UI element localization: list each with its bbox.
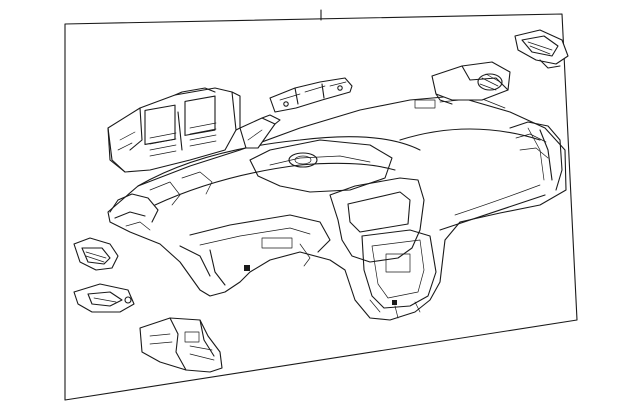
defroster-duct-bracket [269, 77, 353, 113]
diagram-frame [64, 13, 578, 401]
small-bracket [239, 114, 281, 149]
left-lower-vent-bezel [73, 283, 135, 313]
instrument-panel-carrier [107, 95, 567, 321]
left-side-vent [73, 237, 119, 271]
right-corner-vent [514, 29, 569, 69]
center-air-vent-assembly [107, 87, 241, 173]
lower-duct [139, 317, 223, 373]
right-side-vent [431, 61, 511, 105]
